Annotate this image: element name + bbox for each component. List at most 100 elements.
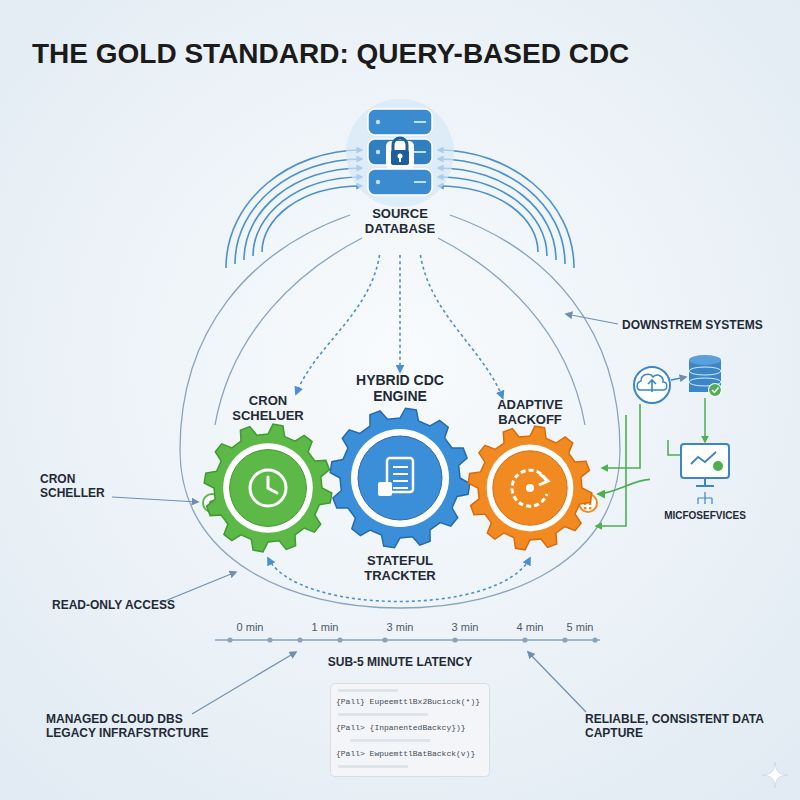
deco-circle [452, 637, 457, 642]
deco-line [704, 398, 706, 442]
monitor-check [713, 461, 723, 471]
gear-ring [487, 445, 574, 532]
db-slot [414, 151, 426, 153]
db-slab [368, 169, 432, 195]
gear-ring [223, 443, 313, 533]
node-label: SOURCE DATABASE [352, 207, 448, 237]
lock-keyhole [399, 157, 401, 162]
code-filler [338, 765, 408, 768]
deco-path [438, 186, 538, 252]
gear-hub [230, 450, 307, 527]
deco-circle [297, 637, 302, 642]
engine-gear: HYBRID CDC ENGINESTATEFUL TRACKTER [328, 372, 472, 592]
timeline [215, 637, 600, 642]
db-slab [368, 109, 432, 135]
deco-circle [337, 637, 342, 642]
deco-path [262, 186, 362, 252]
db-halo [346, 99, 454, 207]
deco-circle [267, 637, 272, 642]
tick-label: 5 min [550, 621, 610, 634]
node-label: STATEFUL TRACKTER [352, 554, 448, 584]
doc-line [393, 466, 408, 468]
deco-path [566, 314, 618, 324]
deco-path [438, 150, 574, 268]
doc-line [393, 487, 408, 489]
latency-label: SUB-5 MINUTE LATENCY [300, 655, 500, 669]
gear-shape [204, 424, 332, 552]
deco-line [215, 639, 600, 640]
sparkle-mark [762, 762, 788, 788]
node-label: MICFOSEFVICES [650, 510, 760, 522]
code-filler [338, 689, 398, 692]
deco-path [226, 150, 362, 268]
tick-label: 3 min [370, 621, 430, 634]
gear-shape [468, 426, 592, 550]
deco-path [602, 404, 640, 468]
backoff-gear: ADAPTIVE BACKOFF [462, 398, 598, 558]
deco-path [215, 238, 362, 425]
code-line: {Pall> {InpanentedBackcy})} [336, 723, 486, 732]
doc-stack [378, 482, 392, 496]
deco-g [596, 404, 690, 526]
deco-path [712, 388, 719, 393]
deco-path [438, 168, 556, 260]
deco-ellipse [689, 367, 721, 375]
deco-rect [584, 507, 586, 509]
microservices-node: MICFOSEFVICES [650, 438, 760, 530]
deco-path [438, 238, 585, 425]
deco-g [227, 637, 597, 642]
database-node: SOURCE DATABASE [340, 95, 460, 255]
flow-connector [598, 479, 650, 494]
backoff-icon [512, 470, 547, 506]
deco-path [528, 652, 586, 712]
backoff-dot [526, 484, 534, 492]
gear-shape [330, 408, 470, 548]
scheduler-gear: CRON SCHELUER [198, 394, 338, 558]
downstream-icons [596, 355, 722, 526]
engine-bowl [180, 215, 620, 608]
code-line: {Pall} EupeemttlBx2Bucicck(*)} [336, 697, 486, 706]
side-note: DOWNSTREM SYSTEMS [622, 318, 792, 332]
deco-circle [562, 637, 567, 642]
monitor-branch [698, 492, 712, 504]
monitor-chart [691, 452, 716, 464]
doc-line [393, 480, 408, 482]
deco-path [112, 497, 198, 502]
clock-hands [268, 477, 277, 493]
code-line: {Pall> EwpuemttlBatBackck(v)} [336, 749, 486, 758]
leader-lines [112, 314, 618, 714]
deco-line [671, 377, 686, 380]
deco-circle [382, 637, 387, 642]
gear-hub [493, 451, 567, 525]
deco-rect [589, 507, 591, 509]
db-slot [414, 181, 426, 183]
tick-label: 4 min [500, 621, 560, 634]
code-snippet: {Pall} EupeemttlBx2Bucicck(*)} {Pall> {In… [330, 683, 490, 777]
gear-ring [351, 429, 449, 527]
code-filler [338, 713, 428, 716]
deco-ellipse [689, 355, 721, 365]
db-slot [414, 121, 426, 123]
side-note: READ-ONLY ACCESS [52, 598, 222, 612]
deco-path [192, 652, 296, 714]
clock-icon [250, 470, 286, 506]
node-label: CRON SCHELUER [223, 394, 313, 424]
db-light [376, 150, 380, 154]
side-note: CRON SCHELLER [40, 472, 120, 501]
deco-circle [634, 367, 670, 403]
lock-shackle [393, 138, 407, 151]
deco-path [244, 168, 362, 260]
monitor-stand [696, 478, 714, 486]
tick-label: 1 min [295, 621, 355, 634]
monitor-screen [681, 444, 729, 478]
doc-line [393, 473, 408, 475]
tick-label: 0 min [220, 621, 280, 634]
deco-circle [709, 384, 722, 397]
diagram-title: THE GOLD STANDARD: QUERY-BASED CDC [32, 38, 629, 70]
gear-hub [358, 436, 442, 520]
code-filler [350, 739, 430, 742]
deco-circle [227, 637, 232, 642]
